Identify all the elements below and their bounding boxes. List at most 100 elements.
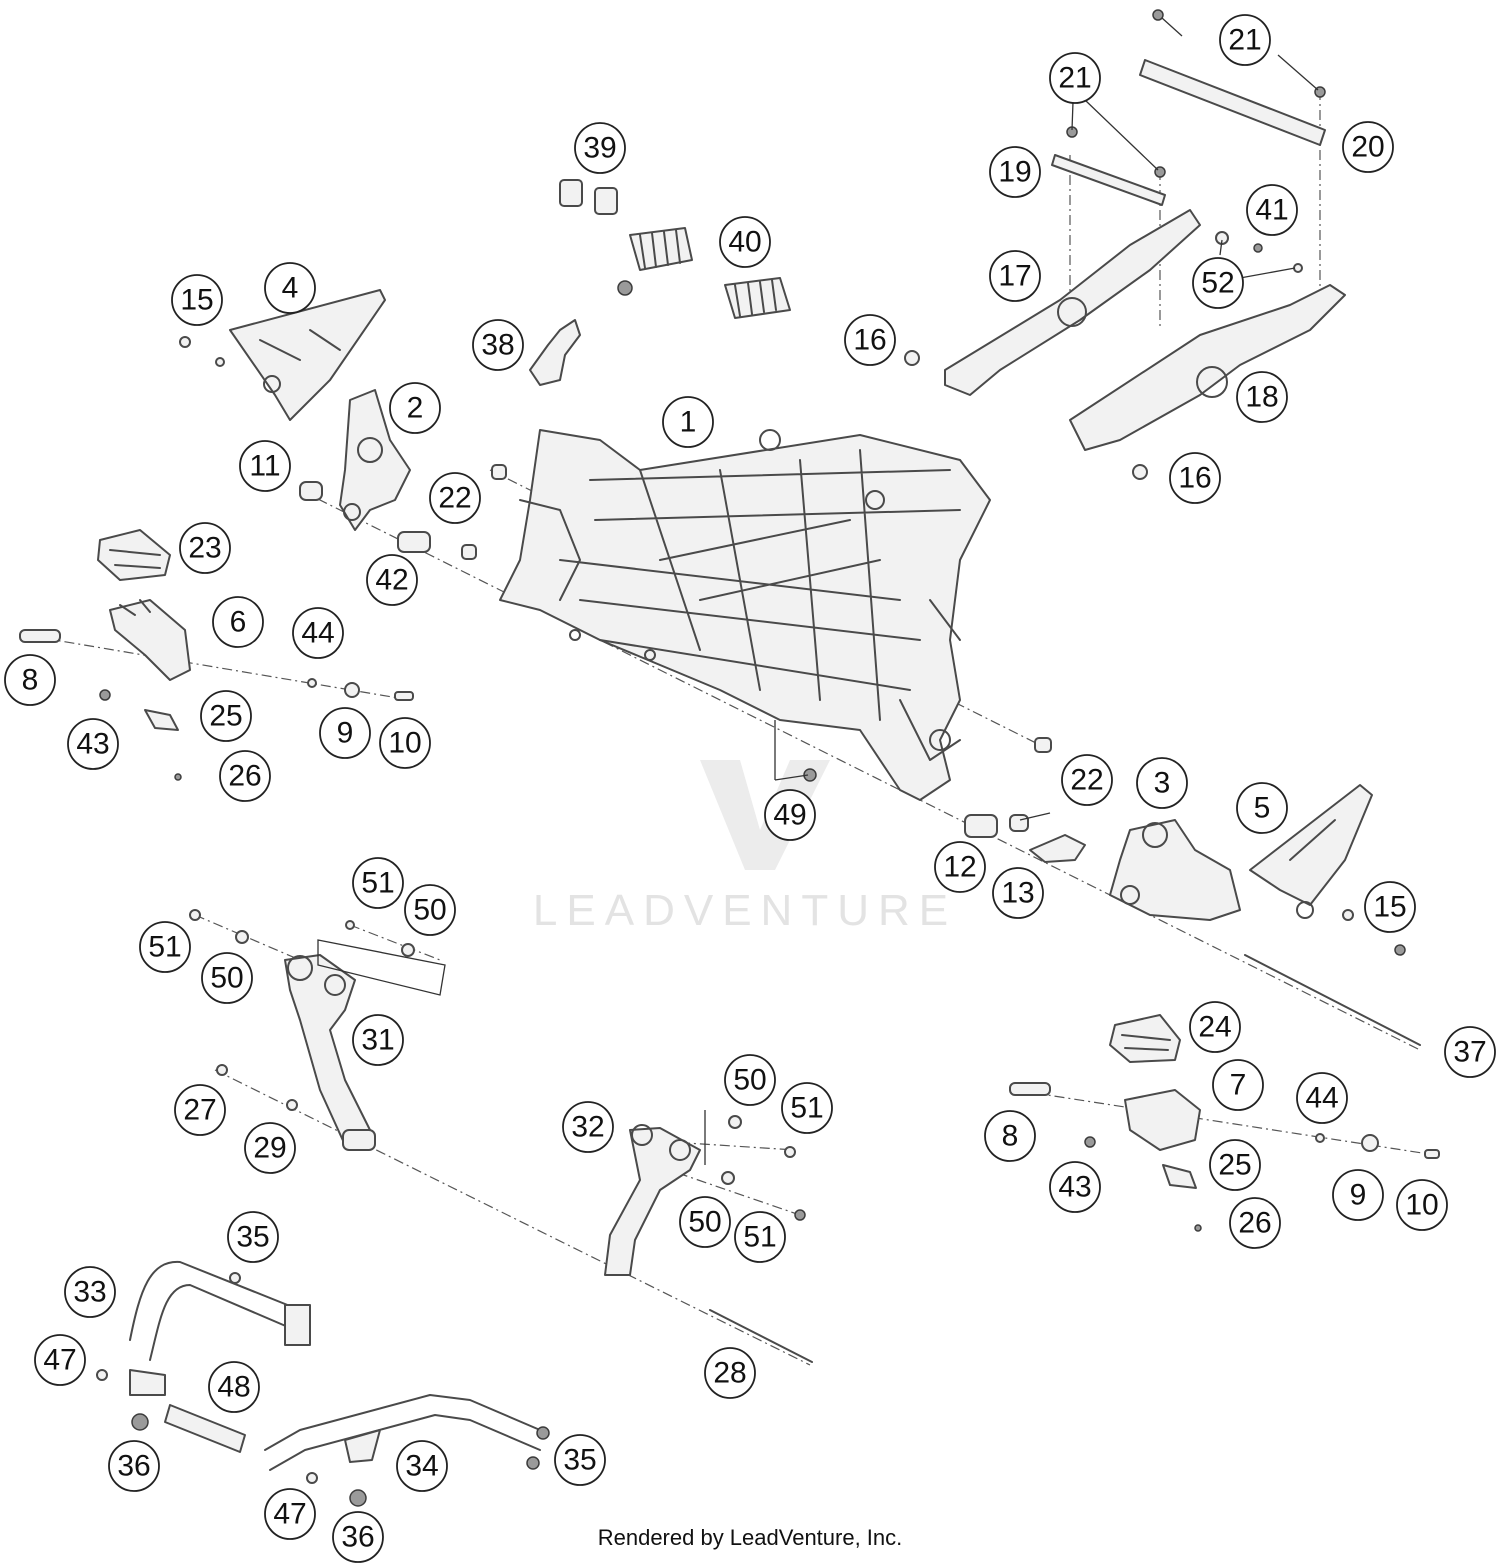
callout-circle bbox=[244, 1122, 296, 1174]
callout-circle bbox=[934, 841, 986, 893]
callout-label: 1 bbox=[680, 406, 697, 439]
callout-16: 16 bbox=[844, 314, 896, 366]
callout-label: 35 bbox=[236, 1221, 269, 1254]
callout-circle bbox=[844, 314, 896, 366]
callout-50: 50 bbox=[404, 884, 456, 936]
callout-circle bbox=[4, 654, 56, 706]
callout-22: 22 bbox=[429, 472, 481, 524]
callout-label: 15 bbox=[1373, 891, 1406, 924]
callout-50: 50 bbox=[724, 1054, 776, 1106]
callout-22: 22 bbox=[1061, 754, 1113, 806]
callout-label: 11 bbox=[249, 450, 280, 483]
callout-circle bbox=[724, 1054, 776, 1106]
stand-hardware bbox=[189, 909, 806, 1221]
callout-circle bbox=[292, 607, 344, 659]
callout-label: 33 bbox=[73, 1276, 106, 1309]
callout-label: 50 bbox=[733, 1064, 766, 1097]
callout-label: 16 bbox=[1178, 462, 1211, 495]
callout-label: 19 bbox=[998, 156, 1031, 189]
callout-label: 26 bbox=[1238, 1207, 1271, 1240]
callout-label: 25 bbox=[1218, 1149, 1251, 1182]
callout-label: 48 bbox=[217, 1371, 250, 1404]
callout-label: 20 bbox=[1351, 131, 1384, 164]
callout-label: 12 bbox=[943, 851, 976, 884]
callout-label: 44 bbox=[301, 617, 334, 650]
long-bolts bbox=[709, 954, 1421, 1363]
callout-32: 32 bbox=[562, 1101, 614, 1153]
callout-label: 6 bbox=[230, 606, 247, 639]
center-stand-upper bbox=[129, 1260, 311, 1396]
callout-label: 47 bbox=[43, 1344, 76, 1377]
callout-label: 7 bbox=[1230, 1069, 1247, 1102]
callout-20: 20 bbox=[1342, 121, 1394, 173]
callout-25: 25 bbox=[200, 690, 252, 742]
callout-circle bbox=[1296, 1072, 1348, 1124]
callout-39: 39 bbox=[574, 122, 626, 174]
callout-26: 26 bbox=[219, 750, 271, 802]
right-heel-guard bbox=[1249, 784, 1373, 919]
callout-circle bbox=[984, 1110, 1036, 1162]
callout-label: 51 bbox=[743, 1221, 776, 1254]
callout-circle bbox=[1212, 1059, 1264, 1111]
callout-circle bbox=[352, 1014, 404, 1066]
callout-label: 50 bbox=[688, 1206, 721, 1239]
callout-label: 29 bbox=[253, 1132, 286, 1165]
callout-51: 51 bbox=[734, 1211, 786, 1263]
callout-circle bbox=[1136, 757, 1188, 809]
callout-label: 51 bbox=[790, 1092, 823, 1125]
callout-24: 24 bbox=[1189, 1001, 1241, 1053]
callout-label: 3 bbox=[1154, 767, 1171, 800]
callout-circle bbox=[239, 440, 291, 492]
callout-label: 17 bbox=[998, 260, 1031, 293]
callout-circle bbox=[1061, 754, 1113, 806]
callout-49: 49 bbox=[764, 789, 816, 841]
callout-label: 9 bbox=[337, 717, 354, 750]
callout-label: 42 bbox=[375, 564, 408, 597]
callout-10: 10 bbox=[379, 717, 431, 769]
callout-label: 43 bbox=[1058, 1171, 1091, 1204]
callout-27: 27 bbox=[174, 1084, 226, 1136]
callout-43: 43 bbox=[67, 718, 119, 770]
callout-circle bbox=[1236, 371, 1288, 423]
callout-label: 31 bbox=[361, 1024, 394, 1057]
callout-label: 10 bbox=[388, 727, 421, 760]
callout-circle bbox=[1219, 14, 1271, 66]
callout-1: 1 bbox=[662, 396, 714, 448]
callout-label: 51 bbox=[361, 867, 394, 900]
callout-pointers bbox=[774, 17, 1319, 821]
callout-circle bbox=[574, 122, 626, 174]
callout-label: 49 bbox=[773, 799, 806, 832]
part-callouts: 1234567889910101112131515161617181920212… bbox=[4, 14, 1496, 1563]
callout-circle bbox=[171, 274, 223, 326]
callout-51: 51 bbox=[139, 921, 191, 973]
callout-6: 6 bbox=[212, 596, 264, 648]
callout-circle bbox=[1049, 1161, 1101, 1213]
callout-circle bbox=[562, 1101, 614, 1153]
callout-11: 11 bbox=[239, 440, 291, 492]
callout-circle bbox=[227, 1211, 279, 1263]
center-stand-lower bbox=[264, 1394, 541, 1471]
callout-label: 36 bbox=[117, 1450, 150, 1483]
callout-52: 52 bbox=[1192, 257, 1244, 309]
callout-13: 13 bbox=[992, 867, 1044, 919]
callout-40: 40 bbox=[719, 216, 771, 268]
callout-circle bbox=[219, 750, 271, 802]
callout-44: 44 bbox=[1296, 1072, 1348, 1124]
callout-15: 15 bbox=[171, 274, 223, 326]
callout-4: 4 bbox=[264, 262, 316, 314]
callout-label: 8 bbox=[22, 664, 39, 697]
callout-circle bbox=[396, 1440, 448, 1492]
callout-circle bbox=[64, 1266, 116, 1318]
callout-17: 17 bbox=[989, 250, 1041, 302]
callout-circle bbox=[554, 1434, 606, 1486]
callout-circle bbox=[389, 382, 441, 434]
callout-23: 23 bbox=[179, 522, 231, 574]
callout-circle bbox=[662, 396, 714, 448]
callout-label: 10 bbox=[1405, 1189, 1438, 1222]
right-footpeg bbox=[1009, 1014, 1201, 1151]
callout-25: 25 bbox=[1209, 1139, 1261, 1191]
callout-label: 26 bbox=[228, 760, 261, 793]
callout-circle bbox=[679, 1196, 731, 1248]
callout-circle bbox=[781, 1082, 833, 1134]
callout-label: 50 bbox=[210, 962, 243, 995]
